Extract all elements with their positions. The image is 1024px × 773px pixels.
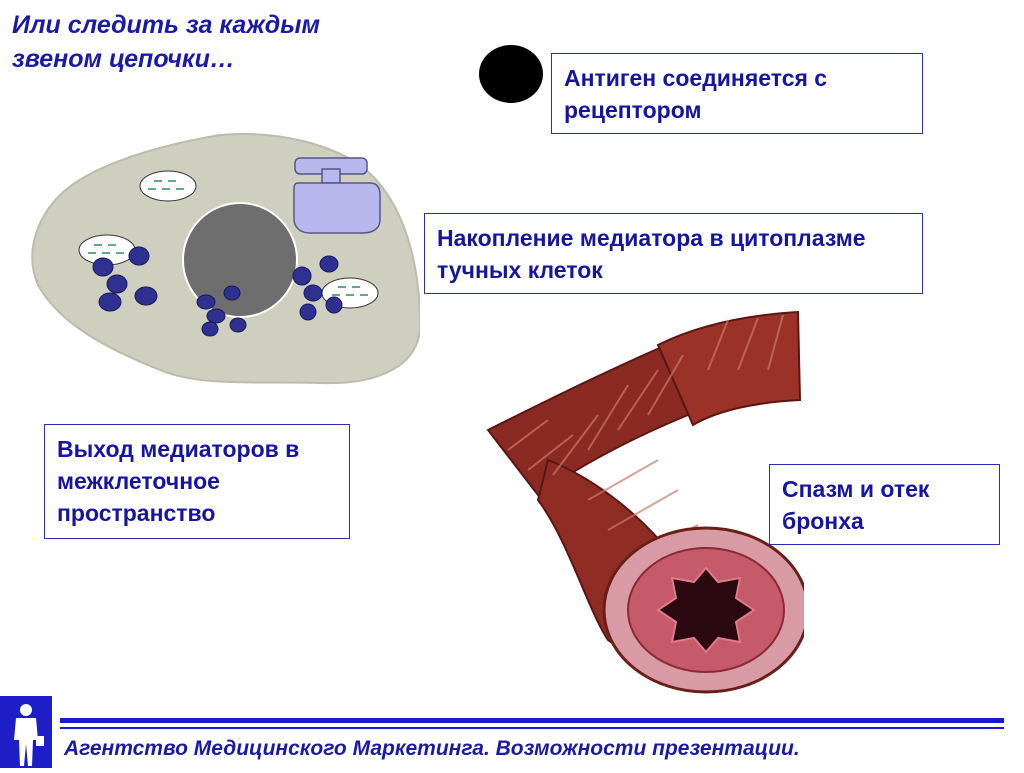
callout-accumulation-text: Накопление медиатора в цитоплазме тучных… [437,225,866,283]
mast-cell-illustration [31,133,420,385]
callout-spasm: Спазм и отек бронха [769,464,1000,545]
callout-accumulation: Накопление медиатора в цитоплазме тучных… [424,213,923,294]
footer-rule-thin [60,727,1004,729]
antigen-dot-icon [479,45,543,103]
footer-rule [60,718,1004,723]
bronchus-branch-right [656,310,802,427]
footer-text: Агентство Медицинского Маркетинга. Возмо… [64,737,800,760]
bronchus-lumen [656,566,756,654]
bronchus-illustration [486,310,804,694]
slide-title: Или следить за каждым звеном цепочки… [12,11,321,73]
callout-antigen-text: Антиген соединяется с рецептором [564,65,828,123]
businessman-silhouette-icon [0,696,52,768]
callout-release: Выход медиаторов в межклеточное простран… [44,424,350,539]
callout-antigen: Антиген соединяется с рецептором [551,53,923,134]
granules [92,246,343,337]
callout-spasm-text: Спазм и отек бронха [782,476,930,534]
receptor-icon [293,157,381,234]
callout-release-text: Выход медиаторов в межклеточное простран… [57,436,300,526]
nucleus [182,202,298,318]
